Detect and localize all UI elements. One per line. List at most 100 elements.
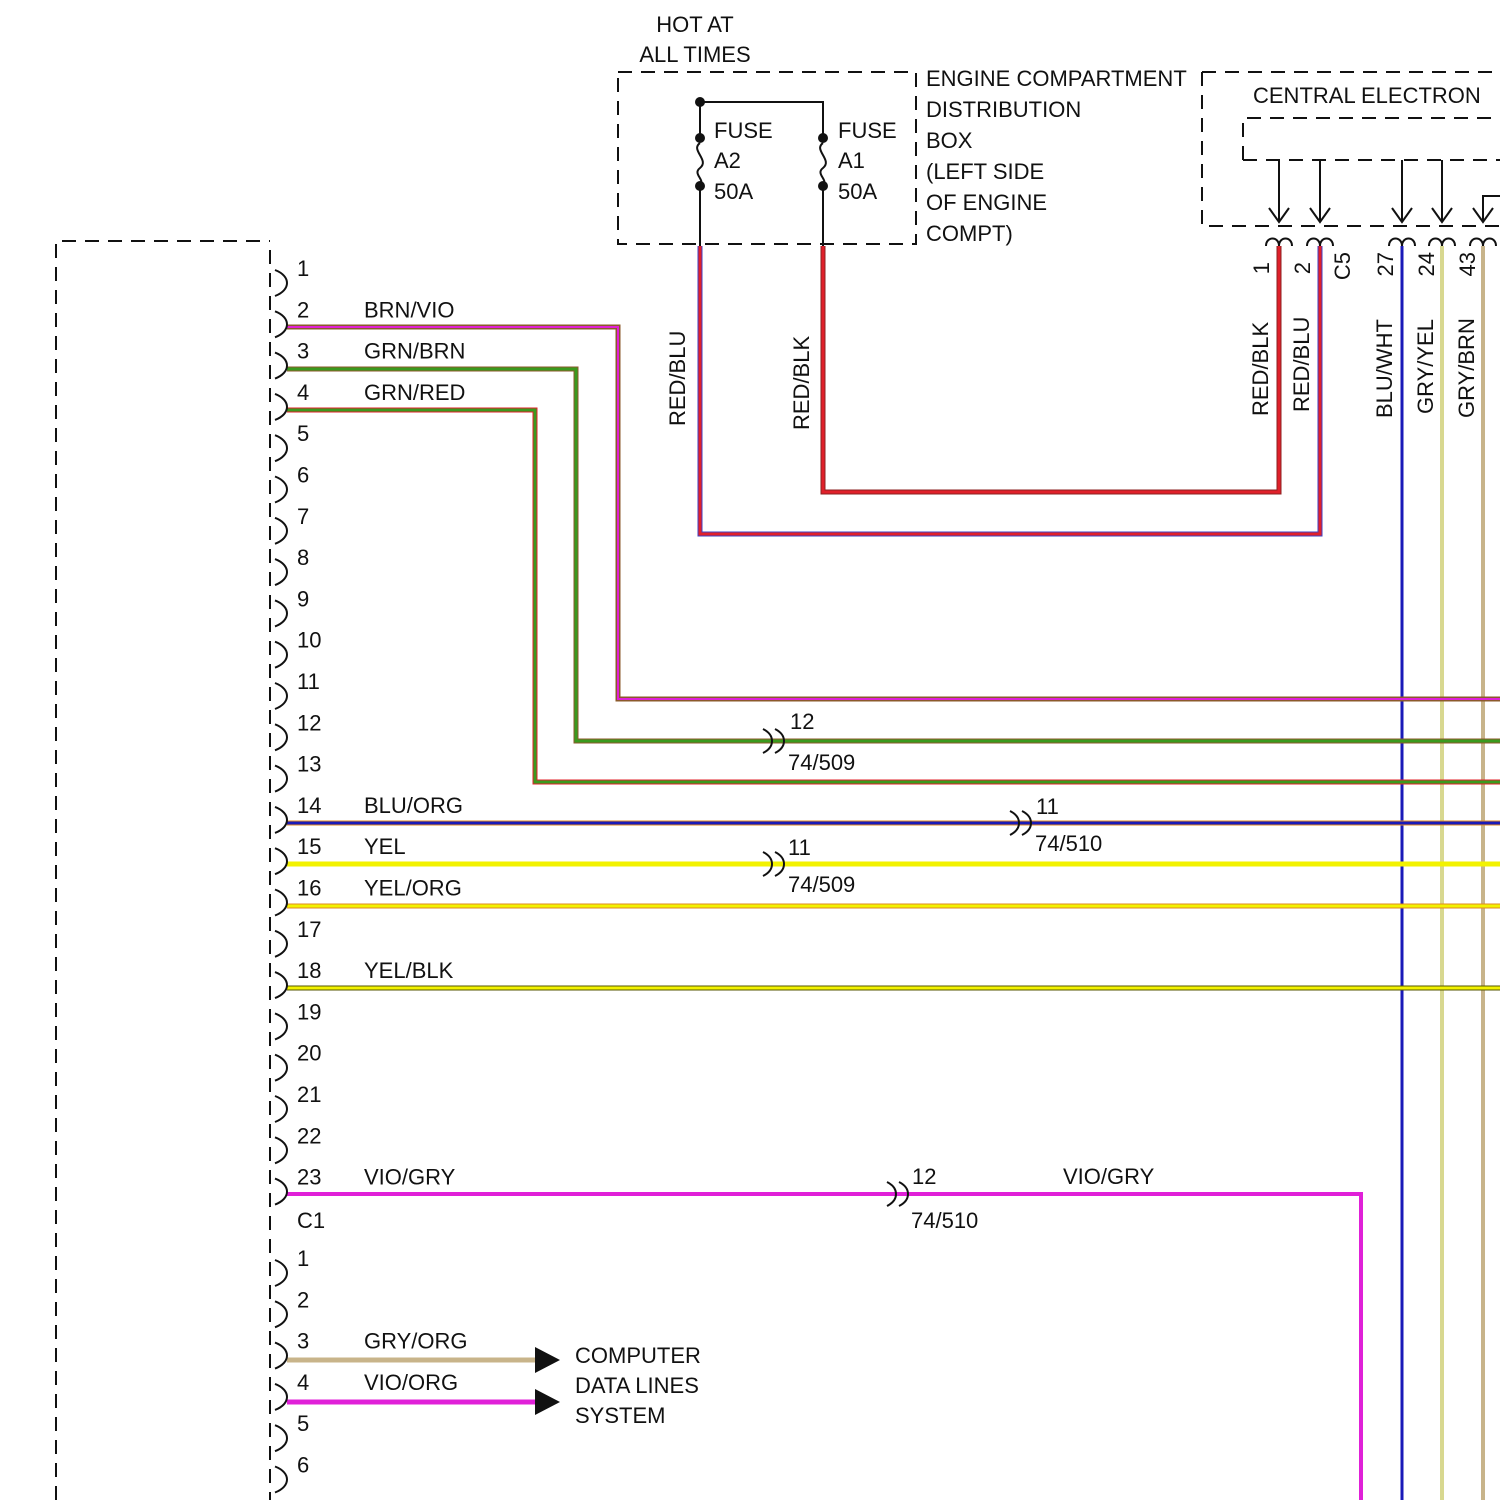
- c1-pin-1-number: 1: [297, 256, 309, 281]
- c1-pin-11-number: 11: [297, 669, 320, 694]
- fuse-a1-label-rating: 50A: [838, 179, 877, 204]
- c1-pin-23-wire-color: VIO/GRY: [364, 1165, 456, 1190]
- c2-pin-4-wire-color: VIO/ORG: [364, 1370, 458, 1395]
- engine-box-label-line3: BOX: [926, 128, 973, 153]
- wire-label-gry-yel: GRY/YEL: [1413, 319, 1438, 414]
- c5-terminal-arrows: [1266, 160, 1500, 246]
- c1-pin-22-terminal: [275, 1137, 287, 1163]
- c2-pin-3-number: 3: [297, 1329, 309, 1354]
- c1-pin-19-number: 19: [297, 999, 321, 1024]
- c1-pin-8-terminal: [275, 559, 287, 585]
- c1-pin-16-terminal: [275, 890, 287, 916]
- wire-label-red-blk-left: RED/BLK: [789, 336, 814, 430]
- c1-pin-12-terminal: [275, 724, 287, 750]
- c2-pin-4-number: 4: [297, 1370, 309, 1395]
- wire-label-gry-brn: GRY/BRN: [1454, 318, 1479, 418]
- destination-label-line1: COMPUTER: [575, 1343, 701, 1368]
- c2-pin-3-terminal: [275, 1343, 287, 1369]
- c1-pin-4-terminal: [275, 394, 287, 420]
- destination-label-line2: DATA LINES: [575, 1373, 699, 1398]
- c1-pin-5-terminal: [275, 435, 287, 461]
- c5-pin-1: 1: [1249, 262, 1274, 274]
- c1-pin-17-number: 17: [297, 917, 321, 942]
- inline-connector-ref-74-509-b: 74/509: [788, 872, 855, 897]
- c1-pin-16-wire-color: YEL/ORG: [364, 876, 462, 901]
- c5-pin-2: 2: [1290, 262, 1315, 274]
- c1-pin-7-number: 7: [297, 504, 309, 529]
- wire-label-red-blu-left: RED/BLU: [665, 331, 690, 426]
- c1-pin-6-number: 6: [297, 463, 309, 488]
- c1-pin-21-number: 21: [297, 1082, 321, 1107]
- inline-connector-pin-11-a: 11: [1036, 794, 1059, 819]
- c2-pin-2-number: 2: [297, 1287, 309, 1312]
- c2-pin-3-wire-color: GRY/ORG: [364, 1329, 468, 1354]
- fuse-a2-label-rating: 50A: [714, 179, 753, 204]
- inline-connector-ref-74-510-b: 74/510: [911, 1208, 978, 1233]
- c1-pin-18-wire-color: YEL/BLK: [364, 958, 454, 983]
- c1-pin-6-terminal: [275, 477, 287, 503]
- engine-distribution-box-outline: [618, 72, 916, 244]
- inline-connector-ref-74-510-a: 74/510: [1035, 831, 1102, 856]
- c1-pin-9-number: 9: [297, 586, 309, 611]
- engine-box-label-line6: COMPT): [926, 221, 1013, 246]
- wire-label-blu-wht: BLU/WHT: [1372, 319, 1397, 418]
- c5-pin-24: 24: [1414, 252, 1439, 276]
- wire-red-blk-outline: [823, 246, 1279, 492]
- wire-red-blk: [823, 246, 1279, 492]
- vio-org-arrow-icon: [535, 1389, 560, 1415]
- c1-pin-20-terminal: [275, 1055, 287, 1081]
- c1-pin-15-terminal: [275, 848, 287, 874]
- c1-pin-3-number: 3: [297, 339, 309, 364]
- central-electronic-inner-outline: [1243, 118, 1500, 160]
- c2-pin-5-terminal: [275, 1425, 287, 1451]
- c1-pin-14-wire-color: BLU/ORG: [364, 793, 463, 818]
- fuse-a2-label-id: A2: [714, 148, 741, 173]
- c1-pin-10-terminal: [275, 642, 287, 668]
- c1-pin-3-terminal: [275, 353, 287, 379]
- c1-pin-5-number: 5: [297, 421, 309, 446]
- c1-pin-23-number: 23: [297, 1165, 321, 1190]
- c1-pin-13-number: 13: [297, 752, 321, 777]
- wire-label-red-blu-right: RED/BLU: [1289, 317, 1314, 412]
- central-electronic-box-title: CENTRAL ELECTRON: [1253, 83, 1481, 108]
- engine-box-label-line5: OF ENGINE: [926, 190, 1047, 215]
- inline-connector-ref-74-509-a: 74/509: [788, 750, 855, 775]
- c2-pin-1-number: 1: [297, 1246, 309, 1271]
- c1-pin-23-terminal: [275, 1179, 287, 1205]
- c5-pin-43: 43: [1455, 252, 1480, 276]
- hot-at-all-times-line2: ALL TIMES: [639, 42, 750, 67]
- c1-pin-2-terminal: [275, 311, 287, 337]
- inline-connector-pin-11-b: 11: [788, 835, 811, 860]
- c1-pin-18-terminal: [275, 972, 287, 998]
- c1-pin-3-wire-color: GRN/BRN: [364, 339, 465, 364]
- c1-pin-15-wire-color: YEL: [364, 834, 406, 859]
- engine-box-label-line4: (LEFT SIDE: [926, 159, 1044, 184]
- inline-connector-pin-12-a: 12: [790, 709, 814, 734]
- c1-pin-20-number: 20: [297, 1041, 321, 1066]
- c1-pin-2-number: 2: [297, 297, 309, 322]
- c2-pin-1-terminal: [275, 1260, 287, 1286]
- c1-pin-16-number: 16: [297, 876, 321, 901]
- c1-pin-12-number: 12: [297, 710, 321, 735]
- c1-pin-21-terminal: [275, 1096, 287, 1122]
- c1-pin-9-terminal: [275, 600, 287, 626]
- destination-label-line3: SYSTEM: [575, 1403, 665, 1428]
- c2-pin-2-terminal: [275, 1301, 287, 1327]
- c1-pin-22-number: 22: [297, 1123, 321, 1148]
- c1-pin-15-number: 15: [297, 834, 321, 859]
- gry-org-arrow-icon: [535, 1347, 560, 1373]
- c1-pin-19-terminal: [275, 1013, 287, 1039]
- c1-pin-17-terminal: [275, 931, 287, 957]
- fuse-a1-label-id: A1: [838, 148, 865, 173]
- engine-box-label-line2: DISTRIBUTION: [926, 97, 1081, 122]
- c1-pin-1-terminal: [275, 270, 287, 296]
- c1-pin-2-wire-color: BRN/VIO: [364, 297, 454, 322]
- c1-pin-18-number: 18: [297, 958, 321, 983]
- c2-pin-6-number: 6: [297, 1453, 309, 1478]
- hot-at-all-times-line1: HOT AT: [656, 12, 733, 37]
- wire-label-vio-gry-right: VIO/GRY: [1063, 1164, 1155, 1189]
- c1-pin-14-number: 14: [297, 793, 321, 818]
